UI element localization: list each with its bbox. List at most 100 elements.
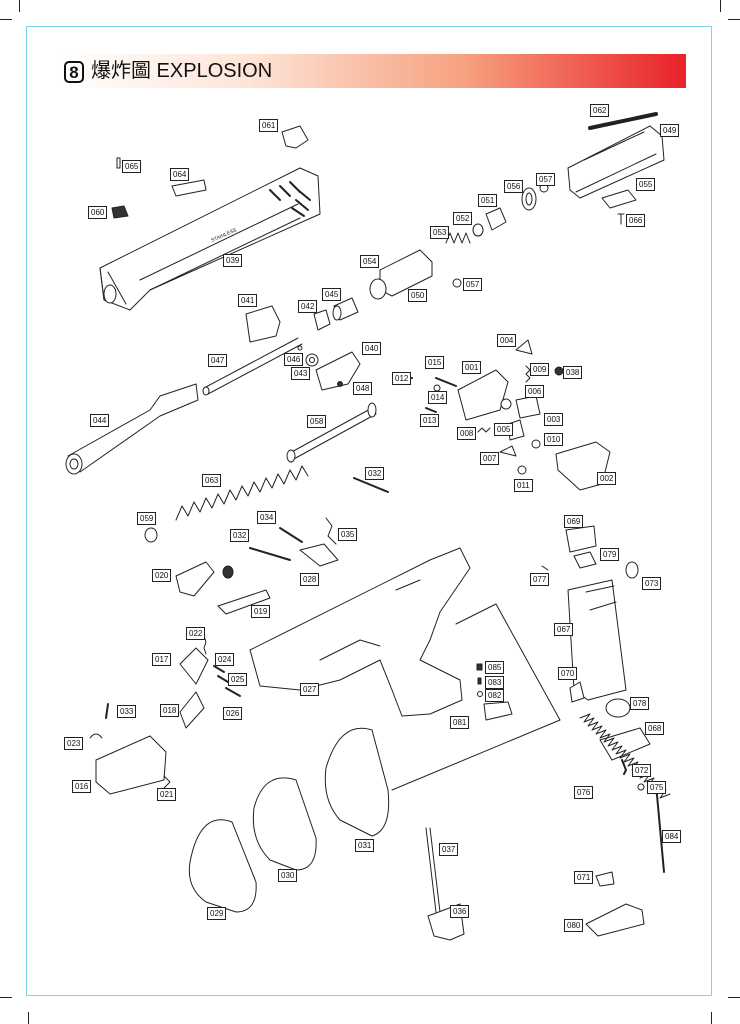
part-label-035: 035 [338, 528, 358, 541]
crop-mark [0, 997, 12, 998]
crop-mark [728, 997, 740, 998]
part-label-083: 083 [485, 676, 505, 689]
crop-mark [28, 1012, 29, 1024]
crop-mark [728, 19, 740, 20]
part-label-052: 052 [453, 212, 473, 225]
part-label-013: 013 [420, 414, 440, 427]
part-label-032b: 032 [230, 529, 250, 542]
part-label-039: 039 [223, 254, 243, 267]
part-label-015: 015 [425, 356, 445, 369]
part-label-024: 024 [215, 653, 235, 666]
part-label-072: 072 [632, 764, 652, 777]
part-label-044: 044 [90, 414, 110, 427]
part-label-030: 030 [278, 869, 298, 882]
part-label-028: 028 [300, 573, 320, 586]
part-label-022: 022 [186, 627, 206, 640]
section-number: 8 [64, 61, 84, 83]
part-label-026: 026 [223, 707, 243, 720]
part-label-060: 060 [88, 206, 108, 219]
section-banner [58, 54, 686, 88]
part-label-016: 016 [72, 780, 92, 793]
part-label-031: 031 [355, 839, 375, 852]
crop-mark [711, 1012, 712, 1024]
part-label-011: 011 [514, 479, 533, 492]
part-label-018: 018 [160, 704, 180, 717]
page-title: 爆炸圖 EXPLOSION [91, 60, 273, 82]
crop-mark [720, 0, 721, 12]
part-label-040: 040 [362, 342, 382, 355]
part-label-048: 048 [353, 382, 373, 395]
part-label-010: 010 [544, 433, 564, 446]
part-label-063: 063 [202, 474, 222, 487]
part-label-073: 073 [642, 577, 662, 590]
part-label-064: 064 [170, 168, 190, 181]
part-label-059: 059 [137, 512, 157, 525]
part-label-020: 020 [152, 569, 172, 582]
part-label-043: 043 [291, 367, 311, 380]
part-label-053: 053 [430, 226, 450, 239]
part-label-033: 033 [117, 705, 137, 718]
part-label-070: 070 [558, 667, 578, 680]
part-label-009: 009 [530, 363, 550, 376]
part-label-057b: 057 [463, 278, 483, 291]
part-label-029: 029 [207, 907, 227, 920]
part-label-067: 067 [554, 623, 574, 636]
part-label-058: 058 [307, 415, 327, 428]
part-label-054: 054 [360, 255, 380, 268]
part-label-005: 005 [494, 423, 514, 436]
part-label-001: 001 [462, 361, 482, 374]
part-label-056: 056 [504, 180, 524, 193]
part-label-046: 046 [284, 353, 304, 366]
part-label-012: 012 [392, 372, 412, 385]
part-label-075: 075 [647, 781, 667, 794]
part-label-085: 085 [485, 661, 505, 674]
part-label-038: 038 [563, 366, 583, 379]
part-label-019: 019 [251, 605, 271, 618]
part-label-071: 071 [574, 871, 594, 884]
part-label-061: 061 [259, 119, 279, 132]
part-label-021: 021 [157, 788, 177, 801]
part-label-078: 078 [630, 697, 650, 710]
part-label-076: 076 [574, 786, 594, 799]
part-label-082: 082 [485, 689, 505, 702]
slide-drawing: STAINLESS [99, 167, 321, 311]
part-label-049: 049 [660, 124, 680, 137]
part-label-008: 008 [457, 427, 477, 440]
crop-mark [19, 0, 20, 12]
part-label-004: 004 [497, 334, 517, 347]
part-label-003: 003 [544, 413, 564, 426]
part-label-069: 069 [564, 515, 584, 528]
part-label-084: 084 [662, 830, 682, 843]
part-label-036: 036 [450, 905, 470, 918]
part-label-037: 037 [439, 843, 459, 856]
part-label-079: 079 [600, 548, 620, 561]
part-label-077: 077 [530, 573, 550, 586]
part-label-051: 051 [478, 194, 498, 207]
part-label-062: 062 [590, 104, 610, 117]
part-label-065: 065 [122, 160, 142, 173]
part-label-042: 042 [298, 300, 318, 313]
crop-mark [0, 19, 12, 20]
part-label-002: 002 [597, 472, 617, 485]
part-label-080: 080 [564, 919, 584, 932]
part-label-023: 023 [64, 737, 84, 750]
part-label-034: 034 [257, 511, 277, 524]
part-label-047: 047 [208, 354, 228, 367]
part-label-025: 025 [228, 673, 248, 686]
part-label-055: 055 [636, 178, 656, 191]
part-label-050: 050 [408, 289, 428, 302]
part-label-041: 041 [238, 294, 258, 307]
part-label-057a: 057 [536, 173, 556, 186]
part-label-066: 066 [626, 214, 646, 227]
part-label-027: 027 [300, 683, 320, 696]
part-label-068: 068 [645, 722, 665, 735]
part-label-007: 007 [480, 452, 500, 465]
page-frame [26, 26, 712, 996]
part-label-081: 081 [450, 716, 470, 729]
part-label-032a: 032 [365, 467, 385, 480]
part-label-045: 045 [322, 288, 342, 301]
part-label-006: 006 [525, 385, 545, 398]
part-label-017: 017 [152, 653, 172, 666]
part-label-014: 014 [428, 391, 448, 404]
